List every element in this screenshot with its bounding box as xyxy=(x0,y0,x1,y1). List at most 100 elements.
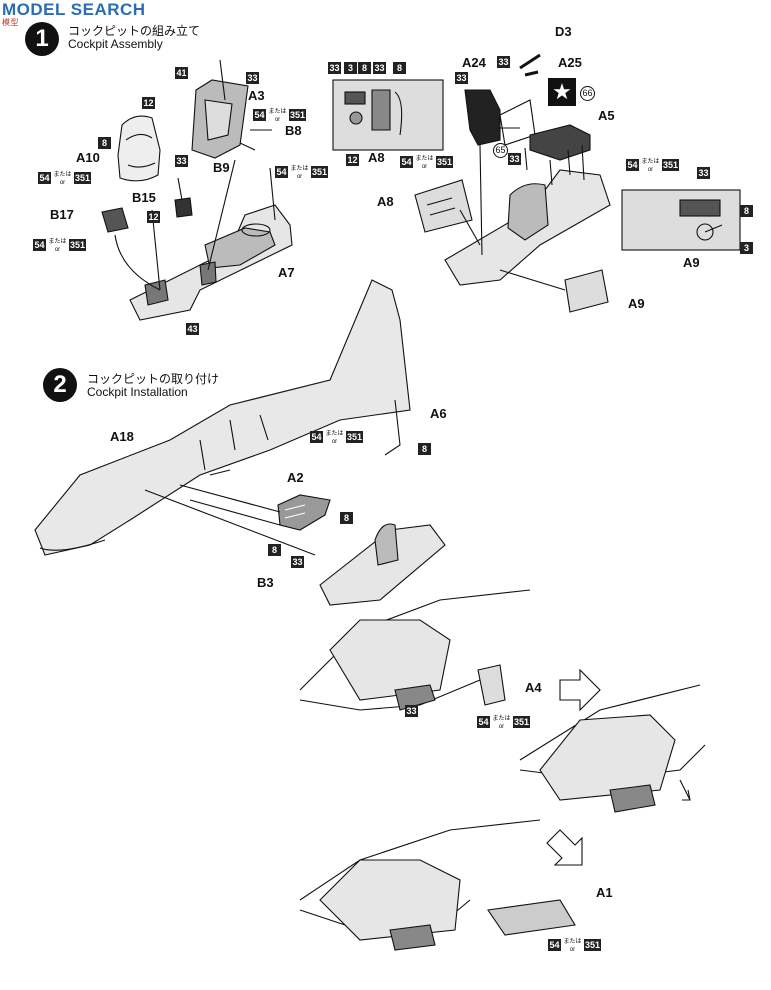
paint-alt-ja: または xyxy=(290,166,309,172)
paint-alt-label: または or xyxy=(291,165,309,181)
color-code-33: 33 xyxy=(455,72,468,84)
color-code-12: 12 xyxy=(147,211,160,223)
decal-65: 65 xyxy=(493,143,508,158)
part-label-a18: A18 xyxy=(110,429,134,444)
color-code-54: 54 xyxy=(400,156,413,169)
color-code-3: 3 xyxy=(740,242,753,254)
arrow-down-left xyxy=(546,829,583,866)
color-code-54: 54 xyxy=(477,716,490,729)
part-label-a10: A10 xyxy=(76,150,100,165)
paint-alt-ja: または xyxy=(48,239,67,245)
cockpit-tub-drawing xyxy=(129,204,293,321)
paint-alt-ja: または xyxy=(641,159,660,165)
color-code-8: 8 xyxy=(340,512,353,524)
color-code-8: 8 xyxy=(358,62,371,74)
cockpit-right-drawing xyxy=(444,53,611,286)
part-label-a7: A7 xyxy=(278,265,295,280)
step-1-title-en: Cockpit Assembly xyxy=(68,37,163,51)
color-code-54: 54 xyxy=(626,159,639,172)
subview-3 xyxy=(299,819,576,951)
color-code-41: 41 xyxy=(175,67,188,79)
control-stick-drawing xyxy=(174,177,193,218)
star-decal-icon: ★ xyxy=(548,78,576,106)
part-label-a6: A6 xyxy=(430,406,447,421)
paint-alt-label: または or xyxy=(326,430,344,446)
color-code-351: 351 xyxy=(289,109,307,122)
paint-alt-ja: または xyxy=(492,716,511,722)
paint-alt-label: または or xyxy=(564,938,582,954)
decal-66: 66 xyxy=(580,86,595,101)
color-code-8: 8 xyxy=(98,137,111,149)
watermark-sub: 模型 xyxy=(2,18,19,27)
paint-alt-ja: または xyxy=(415,156,434,162)
arrow-right xyxy=(559,668,601,712)
color-code-33: 33 xyxy=(405,705,418,717)
color-code-351: 351 xyxy=(513,716,531,729)
part-label-a4: A4 xyxy=(525,680,542,695)
paint-alt-en: or xyxy=(569,947,576,953)
seat-drawing xyxy=(117,115,161,182)
side-panel-inset xyxy=(621,189,741,251)
part-label-b15: B15 xyxy=(132,190,156,205)
paint-alt-label: または or xyxy=(49,238,67,254)
cockpit-unit-drawing xyxy=(319,523,446,606)
step-2-title-en: Cockpit Installation xyxy=(87,385,188,399)
part-label-a9: A9 xyxy=(628,296,645,311)
nose-gear-bay-drawing xyxy=(277,494,331,531)
color-code-54: 54 xyxy=(253,109,266,122)
color-code-351: 351 xyxy=(311,166,329,179)
color-code-351: 351 xyxy=(584,939,602,952)
color-code-8: 8 xyxy=(740,205,753,217)
paint-alt-en: or xyxy=(296,174,303,180)
part-label-a2: A2 xyxy=(287,470,304,485)
paint-alt-a3: 54 または or 351 xyxy=(253,108,307,124)
step-2-title-ja: コックピットの取り付け xyxy=(87,372,220,386)
color-code-12: 12 xyxy=(142,97,155,109)
color-code-8: 8 xyxy=(268,544,281,556)
part-label-b3: B3 xyxy=(257,575,274,590)
seat-back-drawing xyxy=(191,79,249,159)
paint-alt-en: or xyxy=(331,439,338,445)
color-code-33: 33 xyxy=(175,155,188,167)
part-label-b17: B17 xyxy=(50,207,74,222)
color-code-33: 33 xyxy=(246,72,259,84)
part-label-a25: A25 xyxy=(558,55,582,70)
color-code-33: 33 xyxy=(497,56,510,68)
part-label-a5: A5 xyxy=(598,108,615,123)
paint-alt-en: or xyxy=(274,117,281,123)
paint-alt-en: or xyxy=(54,247,61,253)
color-code-351: 351 xyxy=(346,431,364,444)
paint-alt-en: or xyxy=(59,180,66,186)
paint-alt-label: または or xyxy=(54,171,72,187)
color-code-54: 54 xyxy=(275,166,288,179)
paint-alt-ja: または xyxy=(53,172,72,178)
color-code-43: 43 xyxy=(186,323,199,335)
subview-2 xyxy=(519,684,706,813)
part-label-a24: A24 xyxy=(462,55,486,70)
color-code-3: 3 xyxy=(344,62,357,74)
part-label-a8: A8 xyxy=(377,194,394,209)
paint-alt-ja: または xyxy=(563,939,582,945)
paint-alt-ja: または xyxy=(325,431,344,437)
fuselage-drawing xyxy=(34,279,411,556)
paint-alt-ja: または xyxy=(268,109,287,115)
watermark-logo: MODEL SEARCH 模型 xyxy=(2,0,146,27)
step-1-number: 1 xyxy=(25,22,59,56)
color-code-33: 33 xyxy=(697,167,710,179)
step-2-number: 2 xyxy=(43,368,77,402)
color-code-351: 351 xyxy=(69,239,87,252)
color-code-54: 54 xyxy=(33,239,46,252)
side-panel-drawing xyxy=(564,269,609,313)
part-label-a1: A1 xyxy=(596,885,613,900)
color-code-33: 33 xyxy=(328,62,341,74)
side-console-drawing xyxy=(414,179,473,233)
